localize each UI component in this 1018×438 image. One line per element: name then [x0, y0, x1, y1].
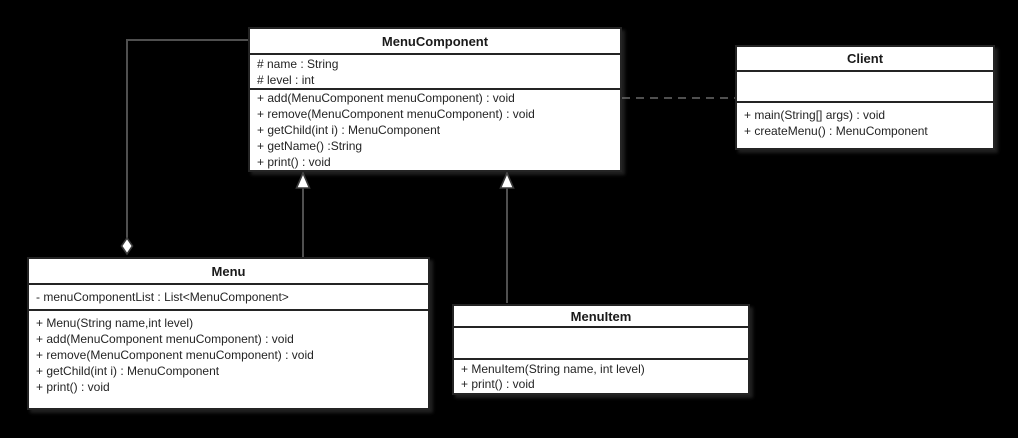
class-menucomponent[interactable]: MenuComponent # name : String # level : i… — [248, 27, 622, 172]
class-menuitem[interactable]: MenuItem + MenuItem(String name, int lev… — [452, 304, 750, 395]
class-methods-section: + MenuItem(String name, int level)+ prin… — [454, 360, 748, 393]
inheritance-triangle-icon — [499, 170, 515, 189]
member-line: + add(MenuComponent menuComponent) : voi… — [36, 332, 294, 346]
aggregation-diamond-icon — [120, 236, 134, 256]
member-line: + getChild(int i) : MenuComponent — [257, 123, 441, 137]
class-attributes-section — [737, 72, 993, 103]
class-title: Client — [737, 47, 993, 72]
class-title: MenuComponent — [250, 29, 620, 55]
member-line: + MenuItem(String name, int level) — [461, 362, 645, 376]
aggregation-menu-to-menucomponent — [120, 39, 248, 256]
member-line: + remove(MenuComponent menuComponent) : … — [257, 107, 535, 121]
member-line: + createMenu() : MenuComponent — [744, 124, 928, 138]
class-menu[interactable]: Menu - menuComponentList : List<MenuComp… — [27, 257, 430, 410]
member-line: - menuComponentList : List<MenuComponent… — [36, 290, 289, 304]
member-line: + main(String[] args) : void — [744, 108, 886, 122]
class-methods-section: + Menu(String name,int level) + add(MenuC… — [29, 311, 428, 408]
class-title: Menu — [29, 259, 428, 285]
member-line: + Menu(String name,int level) — [36, 316, 194, 330]
class-title: MenuItem — [454, 306, 748, 328]
member-line: + print() : void — [36, 380, 110, 394]
member-line: + remove(MenuComponent menuComponent) : … — [36, 348, 314, 362]
class-methods-section: + add(MenuComponent menuComponent) : voi… — [250, 90, 620, 170]
inheritance-triangle-icon — [295, 170, 311, 189]
member-line: + print() : void — [461, 377, 535, 391]
generalization-menuitem-to-menucomponent — [499, 170, 515, 303]
class-attributes-section: - menuComponentList : List<MenuComponent… — [29, 285, 428, 311]
member-line: + print() : void — [257, 155, 331, 169]
generalization-menu-to-menucomponent — [295, 170, 311, 257]
member-line: # level : int — [257, 73, 315, 87]
class-methods-section: + main(String[] args) : void + createMenu… — [737, 103, 993, 148]
class-attributes-section: # name : String # level : int — [250, 55, 620, 90]
class-attributes-section — [454, 328, 748, 360]
member-line: + getChild(int i) : MenuComponent — [36, 364, 220, 378]
member-line: + add(MenuComponent menuComponent) : voi… — [257, 91, 515, 105]
member-line: # name : String — [257, 57, 339, 71]
member-line: + getName() :String — [257, 139, 363, 153]
class-client[interactable]: Client + main(String[] args) : void + cre… — [735, 45, 995, 150]
